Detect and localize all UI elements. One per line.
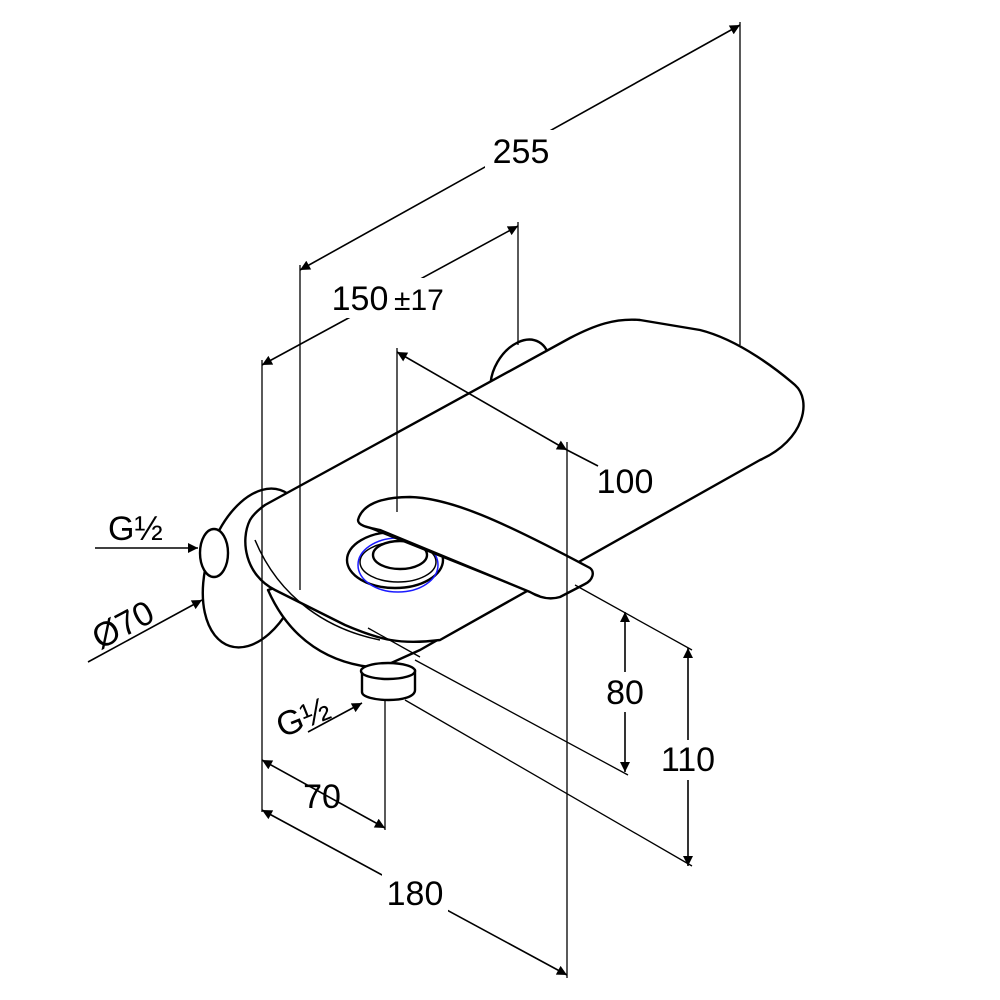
label-80: 80 [606, 674, 644, 712]
left-inlet-connector [198, 527, 230, 579]
label-outlet-thread: G½ [271, 690, 336, 746]
lever-handle [356, 495, 594, 600]
label-inlet-thread: G½ [108, 510, 163, 548]
label-110: 110 [661, 741, 715, 779]
label-180: 180 [387, 875, 444, 913]
label-escutcheon-diameter: Ø70 [86, 593, 161, 657]
outlet-thread-leader [307, 702, 363, 733]
label-70: 70 [303, 778, 341, 816]
top-plate [244, 318, 805, 643]
label-150-tolerance: ±17 [394, 284, 444, 317]
dim-100-line [396, 351, 568, 451]
label-255: 255 [493, 133, 550, 171]
label-150: 150 [332, 280, 389, 318]
label-100: 100 [597, 463, 654, 501]
mixer-body [198, 318, 805, 702]
escutcheon-leader [87, 599, 203, 663]
